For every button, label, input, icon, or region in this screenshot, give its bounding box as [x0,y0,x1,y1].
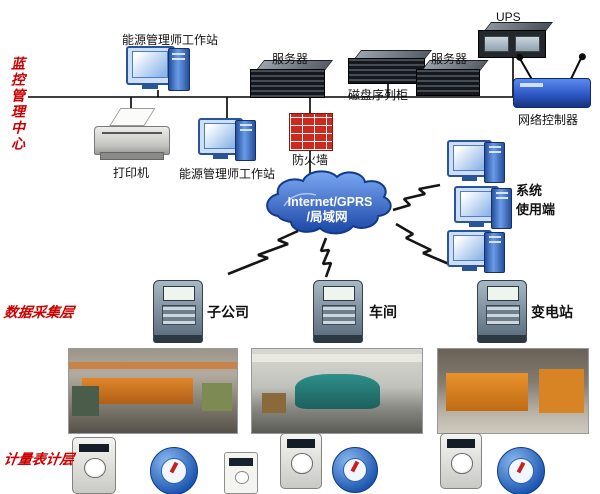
factory-photo [68,348,238,434]
machinery-shape [262,392,286,413]
tower-shape [167,47,190,92]
layer-label-management-center: 蓝控管理中心 [9,56,24,152]
site-label-substation: 变电站 [531,304,573,320]
printer-paper-shape [109,108,155,126]
machinery-shape [538,369,584,413]
printer-icon [94,108,170,160]
disk-array-label: 磁盘序列柜 [348,88,409,102]
electric-meter-icon [280,433,322,489]
water-meter-icon [497,447,545,494]
lightning-icon [395,222,450,266]
workstation-top-label: 能源管理师工作站 [122,33,219,47]
water-meter-icon [332,447,378,493]
window-strip-shape [252,354,422,363]
server-left-label: 服务器 [272,52,309,66]
cloud-label-line2: /局域网 [307,209,348,224]
turbine-photo [251,348,423,434]
monitor-shape [126,46,175,90]
compressor-photo [437,348,589,434]
printer-body-shape [94,125,170,155]
lightning-icon [392,183,441,212]
lightning-links [227,183,450,278]
ups-label: UPS [496,10,521,24]
ups-front-face [478,30,546,58]
disk-array-icon [348,50,433,84]
router-body-shape [513,78,591,108]
data-collector-icon [313,280,363,343]
tower-shape [484,231,505,274]
layer-label-data-collection: 数据采集层 [2,306,75,321]
machinery-shape [82,377,194,405]
ups-icon [478,22,553,58]
client-pc-icon [454,186,512,230]
lightning-icon [319,237,333,278]
workstation-mid-label: 能源管理师工作站 [179,167,276,181]
printer-label: 打印机 [113,166,150,180]
cloud-highlight [283,192,317,207]
firewall-icon [289,113,333,151]
cloud-icon [266,170,392,235]
data-collector-icon [153,280,203,343]
machinery-shape [445,372,528,412]
server-icon [250,60,334,98]
server-icon [416,60,488,96]
site-label-workshop: 车间 [369,304,397,320]
network-controller-label: 网络控制器 [518,113,579,127]
firewall-label: 防火墙 [292,153,329,167]
clients-label: 系统 使用端 [516,182,555,220]
clients-label-line1: 系统 [516,183,543,198]
clients-label-line2: 使用端 [516,201,556,217]
client-pc-icon [447,140,505,184]
monitor-shape [454,186,499,228]
machinery-shape [72,385,100,417]
lightning-icon [227,229,299,276]
data-collector-icon [477,280,527,343]
server-right-label: 服务器 [431,52,468,66]
layer-label-metering: 计量表计层 [2,453,75,468]
printer-tray-shape [99,151,165,160]
electric-meter-icon [440,433,482,489]
cloud-label-line1: Internet/GPRS [288,195,373,209]
tower-shape [484,141,505,184]
tower-shape [235,119,256,162]
site-label-subsidiary: 子公司 [207,304,249,320]
server-front-face [250,69,326,98]
monitor-shape [198,118,243,160]
client-pc-icon [447,230,505,274]
server-front-face [416,68,481,96]
water-meter-icon [150,447,198,494]
workstation-icon [126,46,190,92]
electric-meter-icon [72,437,116,494]
overhead-beam-shape [69,362,237,370]
machinery-shape [201,382,232,412]
disk-array-front-face [348,58,426,84]
monitor-shape [447,230,492,272]
small-meter-icon [224,452,258,494]
turbine-shape [294,374,380,410]
tower-shape [491,187,512,230]
workstation-icon [198,118,256,162]
network-controller-icon [513,52,591,108]
